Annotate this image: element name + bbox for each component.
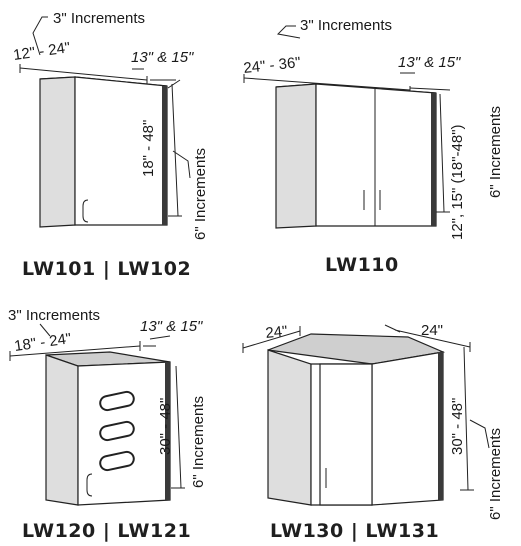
height-increment-label: 6" Increments	[487, 106, 504, 198]
depth-label: 13" & 15"	[140, 318, 203, 335]
cabinet-front-right	[371, 351, 444, 506]
width-right-dimension	[384, 324, 471, 352]
width-dimension	[9, 345, 141, 357]
cabinet-lw110: 3" Increments 24" - 36" 13" & 15" 12", 1…	[243, 17, 504, 276]
width-label: 24" - 36"	[243, 54, 302, 77]
height-dimension	[171, 365, 185, 489]
height-dimension	[436, 93, 450, 213]
depth-label: 13" & 15"	[131, 49, 194, 66]
cabinet-side	[45, 354, 79, 506]
model-label: LW101 | LW102	[22, 258, 191, 280]
width-right-label: 24"	[421, 322, 443, 339]
increment-note: 3" Increments	[53, 10, 145, 27]
increment-leader	[32, 16, 48, 56]
model-label: LW120 | LW121	[22, 520, 191, 542]
door-handle	[82, 199, 89, 223]
depth-dimension	[400, 72, 451, 91]
width-label: 12" - 24"	[12, 39, 71, 64]
model-label: LW130 | LW131	[270, 520, 439, 542]
increment-leader	[276, 25, 301, 39]
cabinet-lw101: 3" Increments 12" - 24" 13" & 15" 18" - …	[12, 10, 209, 280]
increment-note: 3" Increments	[300, 17, 392, 34]
height-label: 12", 15" (18"-48")	[449, 124, 466, 240]
width-left-label: 24"	[265, 323, 289, 342]
drawer-slot	[99, 450, 135, 472]
drawer-slot	[99, 390, 135, 412]
drawer-slot	[99, 420, 135, 442]
height-increment-label: 6" Increments	[487, 428, 504, 520]
cabinet-front	[315, 83, 437, 227]
door-handle	[86, 473, 93, 497]
increment-note: 3" Increments	[8, 307, 100, 324]
height-increment-label: 6" Increments	[192, 148, 209, 240]
width-label: 18" - 24"	[13, 330, 72, 355]
depth-dimension	[132, 68, 176, 81]
height-label: 18" - 48"	[140, 120, 157, 177]
height-dimension	[167, 79, 182, 217]
height-label: 30" - 48"	[449, 398, 466, 455]
cabinet-side	[275, 83, 317, 229]
cabinet-top	[267, 333, 446, 365]
height-dimension	[460, 346, 474, 491]
cabinet-lw130: 24" 24" 30" - 48" 6" Increments LW130 | …	[242, 322, 504, 542]
corner-door	[319, 363, 373, 506]
height-label: 30" - 48"	[157, 398, 174, 455]
width-dimension	[243, 77, 411, 91]
height-increment-label: 6" Increments	[190, 396, 207, 488]
cabinet-side	[39, 76, 76, 228]
cabinet-side-left	[267, 349, 312, 506]
depth-label: 13" & 15"	[398, 54, 461, 71]
width-left-dimension	[242, 326, 301, 353]
depth-dimension	[143, 335, 171, 347]
increment-leader	[39, 323, 51, 337]
model-label: LW110	[325, 254, 399, 276]
cabinet-lw120: 3" Increments 18" - 24" 13" & 15" 30" - …	[8, 307, 207, 542]
width-dimension	[19, 67, 148, 81]
